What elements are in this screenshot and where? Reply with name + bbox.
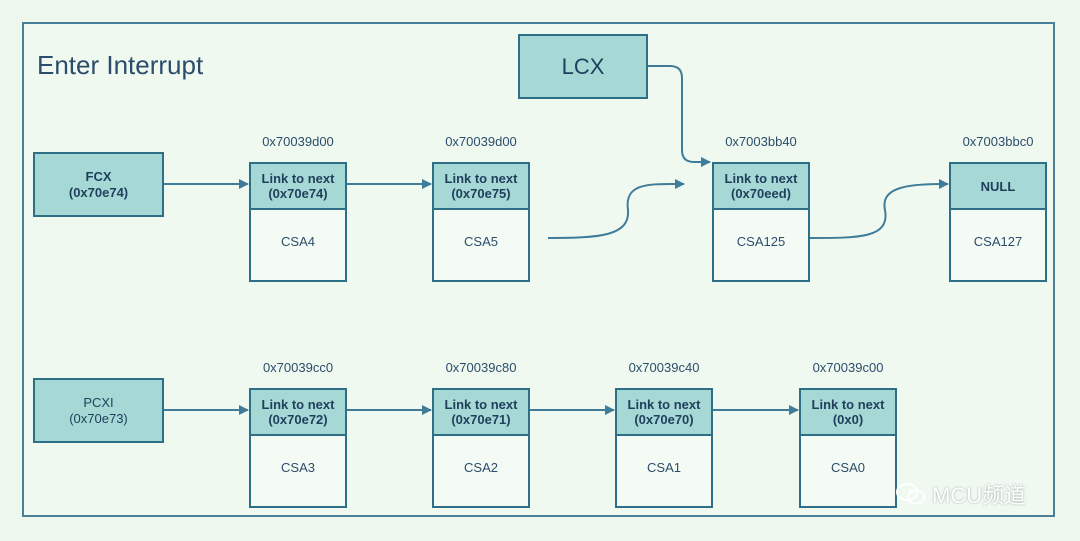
csa-address: 0x70039cc0 — [262, 360, 334, 375]
arrow-lcx-to-csa125 — [648, 65, 711, 167]
fcx-label: FCX — [85, 168, 112, 184]
csa-link-header: Link to next(0x70e70) — [617, 390, 711, 436]
link-value: (0x70e71) — [451, 412, 511, 427]
fcx-box: FCX (0x70e74) — [33, 152, 164, 217]
csa-link-header: Link to next(0x70e74) — [251, 164, 345, 210]
link-label: Link to next — [811, 397, 885, 412]
csa-name: CSA125 — [736, 233, 786, 249]
csa-name: CSA0 — [831, 459, 865, 475]
pcxi-value: (0x70e73) — [69, 410, 128, 426]
csa-address: 0x7003bb40 — [725, 134, 797, 149]
link-label: Link to next — [444, 397, 518, 412]
watermark: MCU频道 — [896, 478, 1026, 510]
csa-address: 0x70039c80 — [445, 360, 517, 375]
csa-address: 0x70039c40 — [628, 360, 700, 375]
link-label: Link to next — [261, 397, 335, 412]
fcx-value: (0x70e74) — [68, 184, 129, 200]
pcxi-box: PCXI (0x70e73) — [33, 378, 164, 443]
link-value: (0x70e74) — [268, 186, 328, 201]
wechat-icon — [896, 482, 926, 506]
csa-link-header: Link to next(0x70e75) — [434, 164, 528, 210]
link-value: (0x70eed) — [731, 186, 791, 201]
csa-address: 0x70039d00 — [262, 134, 334, 149]
csa-name: CSA2 — [464, 459, 498, 475]
pcxi-label: PCXI — [83, 394, 114, 410]
csa-name: CSA127 — [973, 233, 1023, 249]
csa-block-csa1: Link to next(0x70e70) CSA1 — [615, 388, 713, 508]
csa-link-header: Link to next(0x0) — [801, 390, 895, 436]
csa-link-header: Link to next(0x70e72) — [251, 390, 345, 436]
csa-name: CSA3 — [281, 459, 315, 475]
link-label: Link to next — [627, 397, 701, 412]
link-label: Link to next — [261, 171, 335, 186]
link-label: Link to next — [724, 171, 798, 186]
csa-block-csa125: Link to next(0x70eed) CSA125 — [712, 162, 810, 282]
csa-address: 0x70039d00 — [445, 134, 517, 149]
lcx-box: LCX — [518, 34, 648, 99]
link-label: Link to next — [444, 171, 518, 186]
csa-address: 0x7003bbc0 — [962, 134, 1034, 149]
link-value: (0x70e70) — [634, 412, 694, 427]
csa-address: 0x70039c00 — [812, 360, 884, 375]
csa-name: CSA1 — [647, 459, 681, 475]
csa-link-header: NULL — [951, 164, 1045, 210]
csa-name: CSA4 — [281, 233, 315, 249]
link-value: (0x0) — [832, 412, 864, 427]
link-value: (0x70e75) — [451, 186, 511, 201]
csa-block-csa0: Link to next(0x0) CSA0 — [799, 388, 897, 508]
csa-block-csa2: Link to next(0x70e71) CSA2 — [432, 388, 530, 508]
watermark-text: MCU频道 — [932, 483, 1027, 508]
link-label: NULL — [980, 178, 1016, 194]
csa-block-csa4: Link to next(0x70e74) CSA4 — [249, 162, 347, 282]
link-value: (0x70e72) — [268, 412, 328, 427]
csa-block-csa5: Link to next(0x70e75) CSA5 — [432, 162, 530, 282]
csa-block-csa127: NULL CSA127 — [949, 162, 1047, 282]
csa-link-header: Link to next(0x70e71) — [434, 390, 528, 436]
csa-block-csa3: Link to next(0x70e72) CSA3 — [249, 388, 347, 508]
arrow-csa5-to-csa125 — [547, 178, 685, 239]
csa-name: CSA5 — [464, 233, 498, 249]
arrow-csa125-to-csa127 — [809, 179, 949, 239]
diagram-title: Enter Interrupt — [37, 50, 204, 80]
csa-link-header: Link to next(0x70eed) — [714, 164, 808, 210]
lcx-label: LCX — [561, 53, 605, 79]
